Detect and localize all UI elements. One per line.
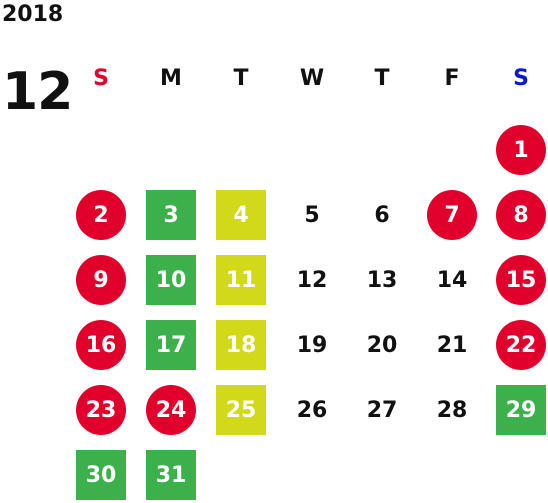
day-cell-18[interactable]: 18 [216,320,266,370]
day-cell-7[interactable]: 7 [427,190,477,240]
day-cell-9[interactable]: 9 [76,255,126,305]
day-cell-27[interactable]: 27 [366,397,398,423]
day-cell-24[interactable]: 24 [146,385,196,435]
day-cell-30[interactable]: 30 [76,450,126,500]
day-cell-20[interactable]: 20 [366,332,398,358]
day-cell-19[interactable]: 19 [296,332,328,358]
weekday-wed: W [299,66,325,91]
day-cell-26[interactable]: 26 [296,397,328,423]
day-cell-11[interactable]: 11 [216,255,266,305]
day-cell-28[interactable]: 28 [436,397,468,423]
day-cell-5[interactable]: 5 [304,202,320,228]
weekday-fri: F [444,66,460,91]
weekday-sun: S [93,66,109,91]
day-cell-8[interactable]: 8 [496,190,546,240]
day-cell-31[interactable]: 31 [146,450,196,500]
day-cell-23[interactable]: 23 [76,385,126,435]
day-cell-2[interactable]: 2 [76,190,126,240]
day-cell-13[interactable]: 13 [366,267,398,293]
year-label: 2018 [2,2,64,27]
day-cell-25[interactable]: 25 [216,385,266,435]
weekday-thu: T [374,66,390,91]
day-cell-12[interactable]: 12 [296,267,328,293]
weekday-mon: M [160,66,182,91]
day-cell-16[interactable]: 16 [76,320,126,370]
day-cell-29[interactable]: 29 [496,385,546,435]
day-cell-3[interactable]: 3 [146,190,196,240]
day-cell-22[interactable]: 22 [496,320,546,370]
day-cell-14[interactable]: 14 [436,267,468,293]
day-cell-6[interactable]: 6 [374,202,390,228]
day-cell-15[interactable]: 15 [496,255,546,305]
day-cell-21[interactable]: 21 [436,332,468,358]
day-cell-10[interactable]: 10 [146,255,196,305]
day-cell-17[interactable]: 17 [146,320,196,370]
month-label: 12 [2,62,73,122]
day-cell-4[interactable]: 4 [216,190,266,240]
weekday-sat: S [513,66,529,91]
weekday-tue: T [233,66,249,91]
day-cell-1[interactable]: 1 [496,125,546,175]
